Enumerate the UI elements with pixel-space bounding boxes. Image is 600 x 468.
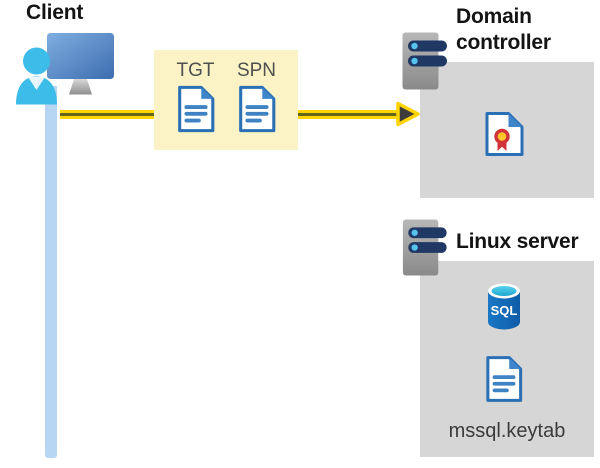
linux-server-icon: [402, 219, 447, 276]
client-label: Client: [26, 1, 84, 24]
linux-server-title: Linux server: [456, 230, 579, 253]
spn-label: SPN: [236, 60, 277, 81]
auth-request-arrowhead-icon: [396, 101, 420, 127]
keytab-filename: mssql.keytab: [448, 420, 566, 442]
tgt-ticket: TGT: [173, 57, 219, 133]
certificate-icon: [485, 112, 524, 156]
ticket-note-box: TGT SPN: [154, 50, 298, 150]
domain-controller-title: Domain controller: [456, 5, 551, 54]
spn-document-icon: [238, 85, 275, 133]
keytab-document-icon: [486, 356, 523, 402]
user-icon: [16, 47, 57, 105]
tgt-label: TGT: [176, 60, 215, 81]
monitor-icon: [47, 33, 114, 95]
tgt-document-icon: [177, 85, 214, 133]
spn-ticket: SPN: [234, 57, 280, 133]
client-lifeline: [45, 86, 57, 458]
sql-database-icon: SQL: [488, 283, 520, 330]
sql-icon-text: SQL: [491, 303, 518, 318]
domain-controller-server-icon: [402, 32, 447, 90]
client-workstation-icon: [16, 33, 114, 105]
